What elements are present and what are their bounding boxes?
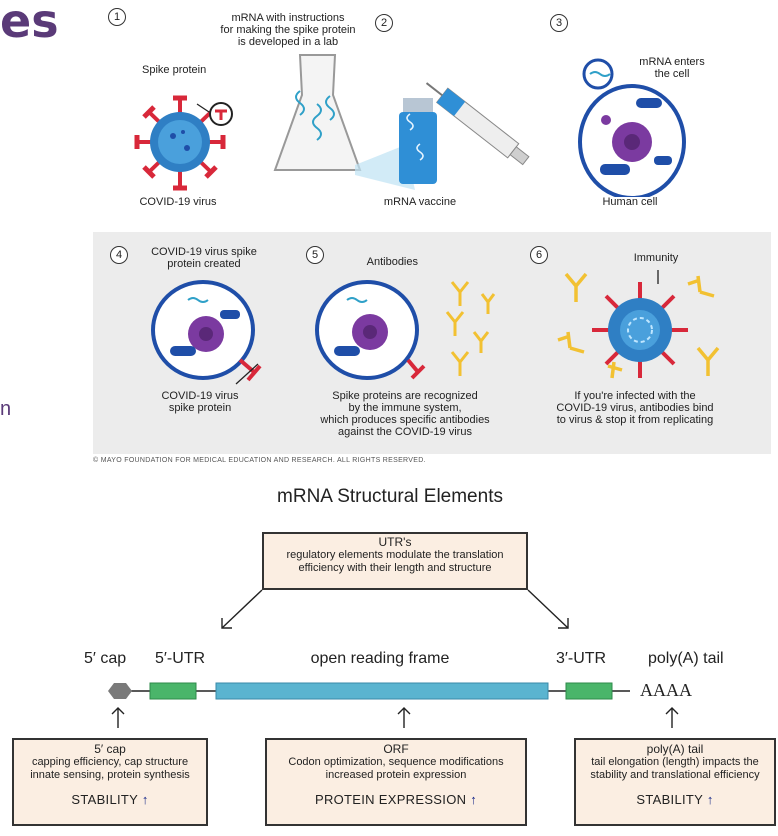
human-cell-label: Human cell (602, 196, 658, 208)
step-2-number: 2 (375, 14, 393, 32)
mrna-vaccine-label: mRNA vaccine (383, 196, 457, 208)
mrna-instructions-callout: mRNA with instructions for making the sp… (220, 12, 356, 48)
polya-info-box: poly(A) tail tail elongation (length) im… (574, 738, 776, 826)
slide-title-fragment: es (0, 0, 59, 48)
five-prime-utr-label: 5′-UTR (155, 650, 206, 667)
mrna-vaccine-illustration (273, 54, 530, 190)
up-arrow-icon: ↑ (141, 792, 149, 807)
virus-binding-label: If you're infected with the COVID-19 vir… (556, 390, 714, 426)
step-3-number: 3 (550, 14, 568, 32)
three-prime-utr-label: 3′-UTR (556, 650, 607, 667)
utr3-segment (565, 682, 613, 700)
utr-info-box: UTR's regulatory elements modulate the t… (262, 532, 528, 590)
cap-info-box: 5′ cap capping efficiency, cap structure… (12, 738, 208, 826)
cap-box-body: capping efficiency, cap structure innate… (30, 756, 190, 781)
cap-footer-text: STABILITY (71, 792, 138, 807)
cell-spike-illustration (151, 280, 262, 385)
cap-box-footer: STABILITY ↑ (14, 792, 206, 807)
covid-virus-label: COVID-19 virus (139, 196, 217, 208)
step-4-number: 4 (110, 246, 128, 264)
polya-box-title: poly(A) tail (646, 742, 704, 756)
orf-label: open reading frame (310, 650, 450, 667)
step-6-number: 6 (530, 246, 548, 264)
immunity-illustration (557, 270, 720, 379)
structure-title: mRNA Structural Elements (277, 486, 503, 507)
utr5-segment (149, 682, 197, 700)
antibody-illustration (315, 280, 496, 380)
orf-box-title: ORF (383, 742, 409, 756)
polya-sequence: AAAA (640, 680, 692, 700)
spike-protein-callout: Spike protein (142, 64, 207, 76)
cap-box-title: 5′ cap (94, 742, 126, 756)
polya-footer-text: STABILITY (636, 792, 703, 807)
up-arrow-icon: ↑ (706, 792, 714, 807)
up-arrow-icon: ↑ (470, 792, 478, 807)
step-5-number: 5 (306, 246, 324, 264)
orf-box-footer: PROTEIN EXPRESSION ↑ (267, 792, 525, 807)
step-1-number: 1 (108, 8, 126, 26)
orf-info-box: ORF Codon optimization, sequence modific… (265, 738, 527, 826)
mrna-strand (108, 682, 679, 728)
slide-side-mark: n (0, 398, 12, 420)
immunity-callout: Immunity (633, 252, 679, 264)
antibodies-callout: Antibodies (366, 256, 418, 268)
orf-footer-text: PROTEIN EXPRESSION (314, 792, 467, 807)
five-prime-cap-label: 5′ cap (84, 650, 127, 667)
mrna-enters-callout: mRNA enters the cell (639, 56, 705, 80)
covid-virus-illustration (134, 95, 233, 191)
copyright-notice: © MAYO FOUNDATION FOR MEDICAL EDUCATION … (93, 457, 426, 464)
polya-tail-label: poly(A) tail (648, 650, 724, 667)
utr-box-body: regulatory elements modulate the transla… (286, 549, 504, 574)
human-cell-illustration (578, 58, 686, 197)
spike-created-callout: COVID-19 virus spike protein created (151, 246, 257, 270)
spike-protein-label: COVID-19 virus spike protein (161, 390, 239, 414)
orf-box-body: Codon optimization, sequence modificatio… (288, 756, 504, 781)
polya-box-body: tail elongation (length) impacts the sta… (590, 756, 760, 781)
utr-box-title: UTR's (378, 535, 412, 549)
cap-hexagon (108, 683, 132, 699)
mrna-diagram-lines (221, 589, 569, 629)
polya-box-footer: STABILITY ↑ (576, 792, 774, 807)
orf-segment (215, 682, 549, 700)
antibody-recognition-label: Spike proteins are recognized by the imm… (320, 390, 490, 438)
